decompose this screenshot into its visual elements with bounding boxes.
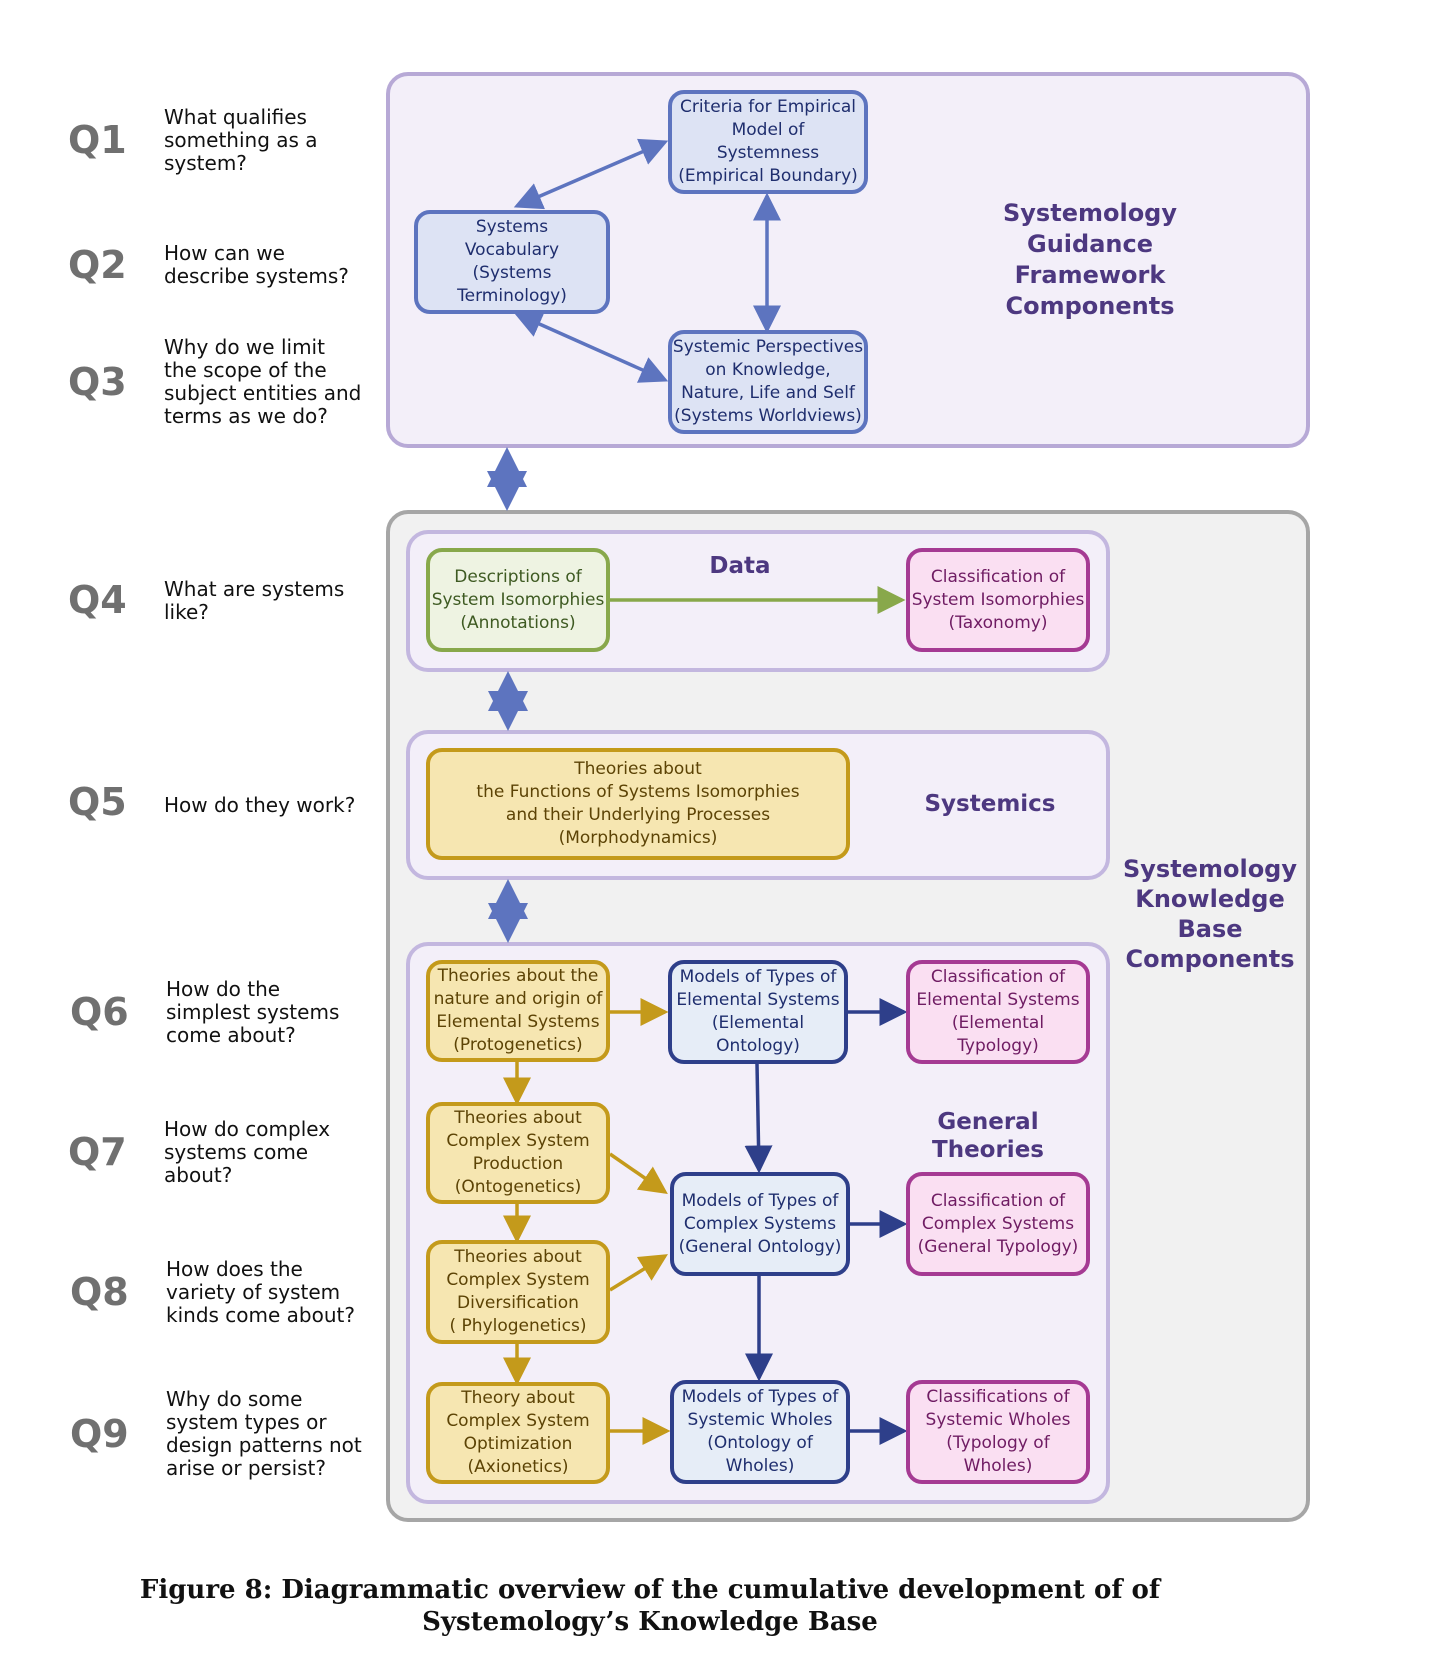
ontogenetics-box: Theories about Complex System Production… xyxy=(426,1102,610,1204)
typology-of-wholes-box: Classifications of Systemic Wholes (Typo… xyxy=(906,1380,1090,1484)
systemic-perspectives-box: Systemic Perspectives on Knowledge, Natu… xyxy=(668,330,868,434)
q8-label: Q8 xyxy=(70,1270,129,1314)
q8-text: How does the variety of system kinds com… xyxy=(166,1257,355,1327)
figure-caption: Figure 8: Diagrammatic overview of the c… xyxy=(139,1575,1161,1637)
general-theories-title: General Theories xyxy=(932,1109,1044,1163)
systems-vocabulary-box: Systems Vocabulary (Systems Terminology) xyxy=(414,210,610,314)
q4-text: What are systems like? xyxy=(164,577,345,624)
phylogenetics-box: Theories about Complex System Diversific… xyxy=(426,1240,610,1344)
morphodynamics-box: Theories about the Functions of Systems … xyxy=(426,748,850,860)
knowledge-base-title: Systemology Knowledge Base Components xyxy=(1123,855,1297,973)
q3-label: Q3 xyxy=(68,360,127,404)
descriptions-annotations-box: Descriptions of System Isomorphies (Anno… xyxy=(426,548,610,652)
q6-label: Q6 xyxy=(70,990,129,1034)
ontology-of-wholes-box: Models of Types of Systemic Wholes (Onto… xyxy=(670,1380,850,1484)
general-typology-box: Classification of Complex Systems (Gener… xyxy=(906,1172,1090,1276)
guidance-framework-title: Systemology Guidance Framework Component… xyxy=(1003,199,1177,320)
criteria-empirical-boundary-box: Criteria for Empirical Model of Systemne… xyxy=(668,90,868,194)
arrow-phylogenetics-general-ontology xyxy=(609,1254,668,1292)
systemics-title: Systemics xyxy=(924,791,1056,817)
arrow-ontogenetics-general-ontology xyxy=(609,1152,668,1194)
q2-text: How can we describe systems? xyxy=(164,241,349,288)
classification-taxonomy-box: Classification of System Isomorphies (Ta… xyxy=(906,548,1090,652)
q9-text: Why do some system types or design patte… xyxy=(166,1387,362,1480)
general-ontology-box: Models of Types of Complex Systems (Gene… xyxy=(670,1172,850,1276)
elemental-typology-box: Classification of Elemental Systems (Ele… xyxy=(906,960,1090,1064)
q4-label: Q4 xyxy=(68,578,127,622)
protogenetics-box: Theories about the nature and origin of … xyxy=(426,960,610,1062)
q7-text: How do complex systems come about? xyxy=(164,1117,331,1187)
q1-label: Q1 xyxy=(68,118,127,162)
q2-label: Q2 xyxy=(68,243,127,287)
q7-label: Q7 xyxy=(68,1130,127,1174)
q3-text: Why do we limit the scope of the subject… xyxy=(164,335,362,428)
axionetics-box: Theory about Complex System Optimization… xyxy=(426,1382,610,1484)
arrow-vocabulary-perspectives xyxy=(513,311,669,383)
q5-text: How do they work? xyxy=(164,793,356,817)
elemental-ontology-box: Models of Types of Elemental Systems (El… xyxy=(668,960,848,1064)
q9-label: Q9 xyxy=(70,1412,129,1456)
q1-text: What qualifies something as a system? xyxy=(164,105,318,175)
q5-label: Q5 xyxy=(68,780,127,824)
arrow-elemental-general-ontology xyxy=(744,1063,773,1174)
q6-text: How do the simplest systems come about? xyxy=(166,977,340,1047)
data-title: Data xyxy=(709,553,771,579)
arrow-vocabulary-criteria xyxy=(513,138,669,210)
